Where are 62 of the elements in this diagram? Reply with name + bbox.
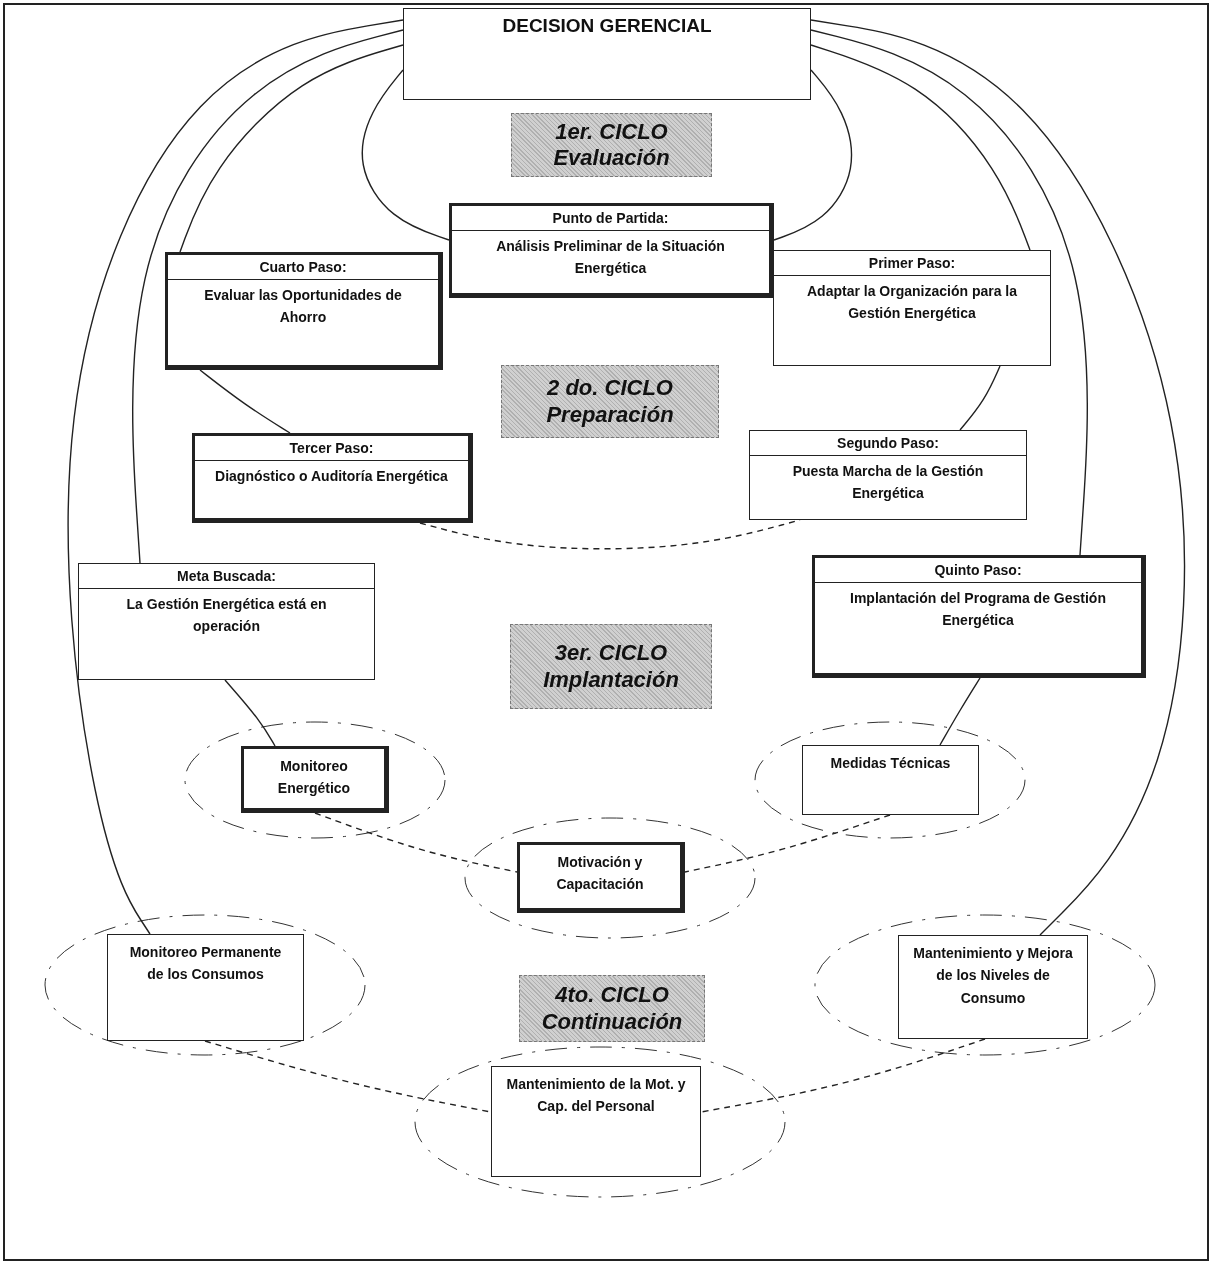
- step-box: [78, 563, 375, 680]
- connector-curve: [700, 1038, 986, 1113]
- action-box: [491, 1066, 701, 1177]
- box-text: Adaptar la Organización para la Gestión Energética: [805, 281, 1019, 324]
- action-box: [802, 745, 979, 815]
- connector-curve: [361, 69, 450, 241]
- step-box: [812, 555, 1146, 678]
- step-box: [773, 250, 1051, 366]
- box-text: Mantenimiento y Mejora de los Niveles de Consumo: [912, 944, 1074, 1008]
- cycle-number: 1er. CICLO: [555, 118, 668, 145]
- action-box: [517, 842, 685, 913]
- connector-curve: [810, 19, 1186, 936]
- step-box: [749, 430, 1027, 520]
- step-heading: Segundo Paso:: [750, 431, 1026, 456]
- box-text: Puesta Marcha de la Gestión Energética: [791, 461, 985, 504]
- box-text: Mantenimiento de la Mot. y Cap. del Personal: [505, 1075, 687, 1117]
- action-box: [107, 934, 304, 1041]
- box-text: Medidas Técnicas: [830, 754, 951, 773]
- step-heading: Punto de Partida:: [452, 206, 769, 231]
- box-text: Evaluar las Oportunidades de Ahorro: [203, 285, 403, 328]
- cycle-name: Evaluación: [553, 145, 670, 172]
- step-heading: Tercer Paso:: [195, 436, 468, 461]
- box-text: Implantación del Programa de Gestión Energética: [849, 588, 1107, 631]
- step-box: [449, 203, 774, 298]
- connector-curve: [314, 812, 518, 873]
- box-text: Monitoreo Permanente de los Consumos: [128, 943, 283, 985]
- step-heading: Cuarto Paso:: [168, 255, 438, 280]
- box-text: Diagnóstico o Auditoría Energética: [214, 466, 449, 486]
- step-box: [192, 433, 473, 523]
- step-heading: Primer Paso:: [774, 251, 1050, 276]
- action-box: [898, 935, 1088, 1039]
- cycle-box: [519, 975, 705, 1042]
- cycle-box: [510, 624, 712, 709]
- connector-curve: [224, 679, 276, 747]
- box-text: Motivación y Capacitación: [555, 853, 645, 895]
- action-box: [241, 746, 389, 813]
- cycle-name: Continuación: [541, 1008, 683, 1035]
- cycle-box: [501, 365, 719, 438]
- cycle-number: 2 do. CICLO: [547, 375, 673, 402]
- title-box: [403, 8, 811, 100]
- connector-curve: [179, 44, 404, 253]
- cycle-name: Implantación: [543, 666, 679, 693]
- cycle-number: 3er. CICLO: [554, 640, 668, 667]
- connector-curve: [684, 814, 891, 873]
- connector-curve: [810, 44, 1031, 251]
- step-heading: Quinto Paso:: [815, 558, 1141, 583]
- cycle-name: Preparación: [546, 401, 674, 428]
- box-text: Monitoreo Energético: [276, 757, 352, 799]
- connector-curve: [67, 19, 404, 935]
- connector-curve: [959, 365, 1001, 431]
- connector-curve: [199, 369, 291, 434]
- connector-curve: [810, 29, 1088, 556]
- cycle-box: [511, 113, 712, 177]
- step-box: [165, 252, 443, 370]
- connector-curve: [773, 69, 853, 241]
- connector-curve: [132, 29, 404, 564]
- step-heading: Meta Buscada:: [79, 564, 374, 589]
- cycle-number: 4to. CICLO: [555, 982, 669, 1009]
- connector-curve: [939, 677, 981, 746]
- box-text: DECISION GERENCIAL: [502, 15, 712, 37]
- box-text: Análisis Preliminar de la Situación Energética: [495, 236, 726, 279]
- box-text: La Gestión Energética está en operación: [125, 594, 328, 637]
